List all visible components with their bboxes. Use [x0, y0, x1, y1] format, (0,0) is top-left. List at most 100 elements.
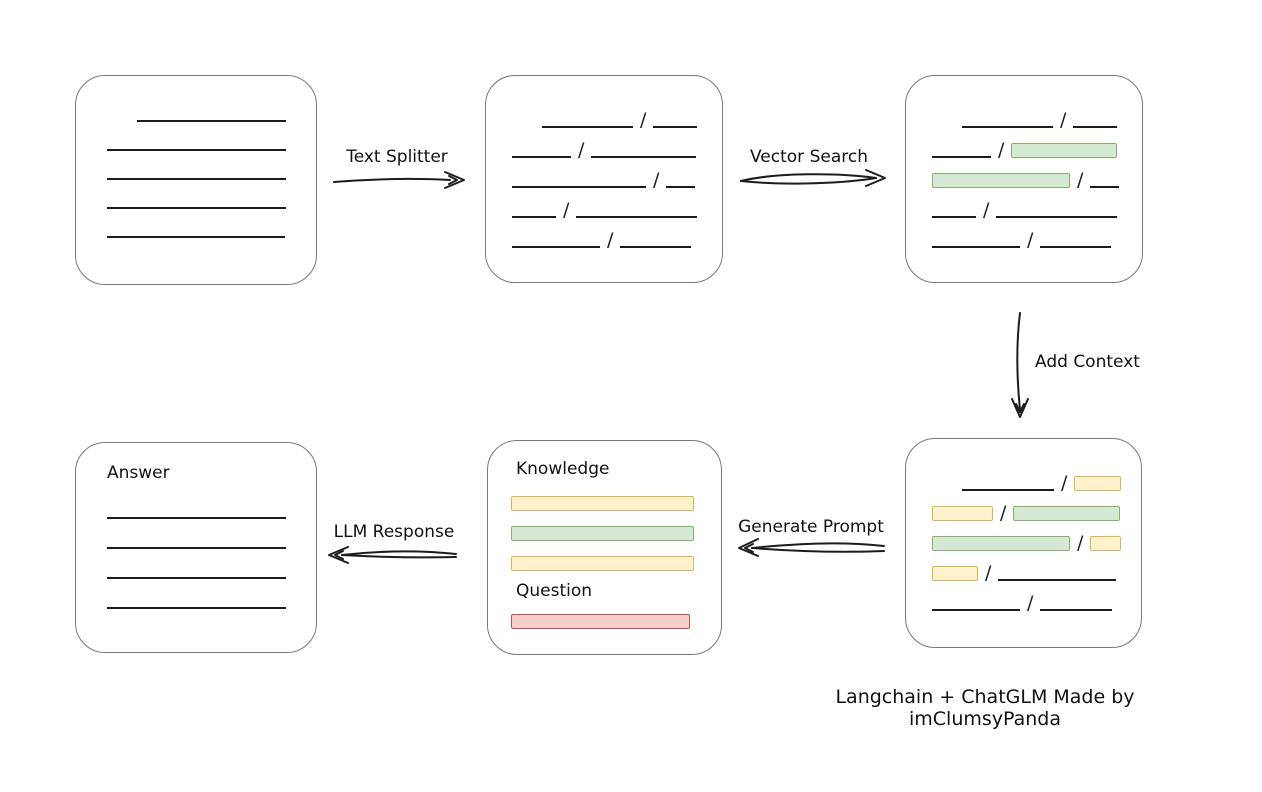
answer-text-lines	[107, 517, 286, 637]
slash-separator: /	[1061, 472, 1068, 494]
text-line	[620, 246, 692, 248]
slash-separator: /	[1027, 229, 1034, 251]
yellow-chunk	[932, 566, 978, 581]
text-line	[998, 579, 1117, 581]
chunk-rows: / / / / /	[486, 76, 722, 251]
chunk-row: /	[932, 469, 1141, 494]
question-chunk-bars	[511, 614, 690, 644]
text-line	[932, 246, 1020, 248]
green-chunk	[932, 536, 1070, 551]
slash-separator: /	[640, 109, 647, 131]
text-line	[107, 236, 285, 238]
slash-separator: /	[1077, 532, 1084, 554]
red-chunk-bar	[511, 614, 690, 629]
chunk-row: /	[932, 499, 1141, 524]
chunk-row: /	[932, 559, 1141, 584]
knowledge-label: Knowledge	[516, 459, 610, 479]
document-text-lines	[76, 76, 316, 238]
chunk-row: /	[932, 226, 1142, 251]
context-chunks-box: / / / / /	[905, 438, 1142, 648]
text-line	[107, 577, 286, 579]
yellow-chunk	[1090, 536, 1122, 551]
generate-prompt-arrow	[738, 538, 885, 557]
text-line	[1090, 186, 1120, 188]
answer-box: Answer	[75, 442, 317, 653]
text-line	[666, 186, 696, 188]
text-line	[512, 186, 646, 188]
source-document-box	[75, 75, 317, 285]
text-splitter-label: Text Splitter	[346, 147, 448, 167]
text-line	[107, 607, 286, 609]
chunk-row: /	[512, 136, 722, 161]
chunk-row: /	[512, 106, 722, 131]
chunk-row: /	[932, 166, 1142, 191]
text-line	[1073, 126, 1118, 128]
text-line	[107, 207, 286, 209]
text-line	[996, 216, 1118, 218]
text-line	[107, 517, 286, 519]
add-context-arrow	[1011, 312, 1029, 418]
text-line	[932, 609, 1020, 611]
generate-prompt-label: Generate Prompt	[738, 517, 884, 537]
text-line	[653, 126, 698, 128]
green-chunk	[1013, 506, 1121, 521]
chunk-row: /	[512, 196, 722, 221]
chunk-rows: / / / / /	[906, 439, 1141, 614]
slash-separator: /	[1060, 109, 1067, 131]
slash-separator: /	[1027, 592, 1034, 614]
text-line	[107, 547, 286, 549]
slash-separator: /	[563, 199, 570, 221]
vector-search-result-box: / / / / /	[905, 75, 1143, 283]
add-context-label: Add Context	[1035, 352, 1140, 372]
slash-separator: /	[1000, 502, 1007, 524]
yellow-chunk-bar	[511, 556, 694, 571]
green-chunk-bar	[511, 526, 694, 541]
text-line	[107, 149, 286, 151]
chunk-row: /	[932, 106, 1142, 131]
slash-separator: /	[983, 199, 990, 221]
chunk-row: /	[932, 529, 1141, 554]
answer-label: Answer	[107, 463, 170, 483]
slash-separator: /	[998, 139, 1005, 161]
slash-separator: /	[653, 169, 660, 191]
split-chunks-box: / / / / /	[485, 75, 723, 283]
yellow-chunk	[1074, 476, 1122, 491]
prompt-box: Knowledge Question	[487, 440, 722, 655]
llm-response-arrow	[328, 546, 457, 564]
text-splitter-arrow	[333, 171, 465, 189]
chunk-row: /	[512, 166, 722, 191]
text-line	[1040, 609, 1113, 611]
vector-search-label: Vector Search	[750, 147, 868, 167]
question-label: Question	[516, 581, 593, 601]
slash-separator: /	[607, 229, 614, 251]
text-line	[512, 246, 600, 248]
chunk-row: /	[932, 589, 1141, 614]
text-line	[107, 178, 286, 180]
chunk-row: /	[932, 196, 1142, 221]
text-line	[512, 216, 556, 218]
knowledge-chunk-bars	[511, 496, 694, 586]
text-line	[1040, 246, 1112, 248]
text-line	[962, 126, 1053, 128]
green-chunk	[932, 173, 1070, 188]
text-line	[576, 216, 698, 218]
caption: Langchain + ChatGLM Made by imClumsyPand…	[835, 686, 1135, 730]
chunk-row: /	[512, 226, 722, 251]
yellow-chunk	[932, 506, 993, 521]
chunk-rows: / / / / /	[906, 76, 1142, 251]
slash-separator: /	[578, 139, 585, 161]
yellow-chunk-bar	[511, 496, 694, 511]
text-line	[932, 156, 991, 158]
chunk-row: /	[932, 136, 1142, 161]
text-line	[591, 156, 697, 158]
llm-response-label: LLM Response	[333, 522, 455, 542]
green-chunk	[1011, 143, 1118, 158]
slash-separator: /	[985, 562, 992, 584]
slash-separator: /	[1077, 169, 1084, 191]
text-line	[962, 489, 1054, 491]
text-line	[542, 126, 633, 128]
text-line	[137, 120, 286, 122]
text-line	[932, 216, 976, 218]
vector-search-arrow	[740, 169, 886, 187]
